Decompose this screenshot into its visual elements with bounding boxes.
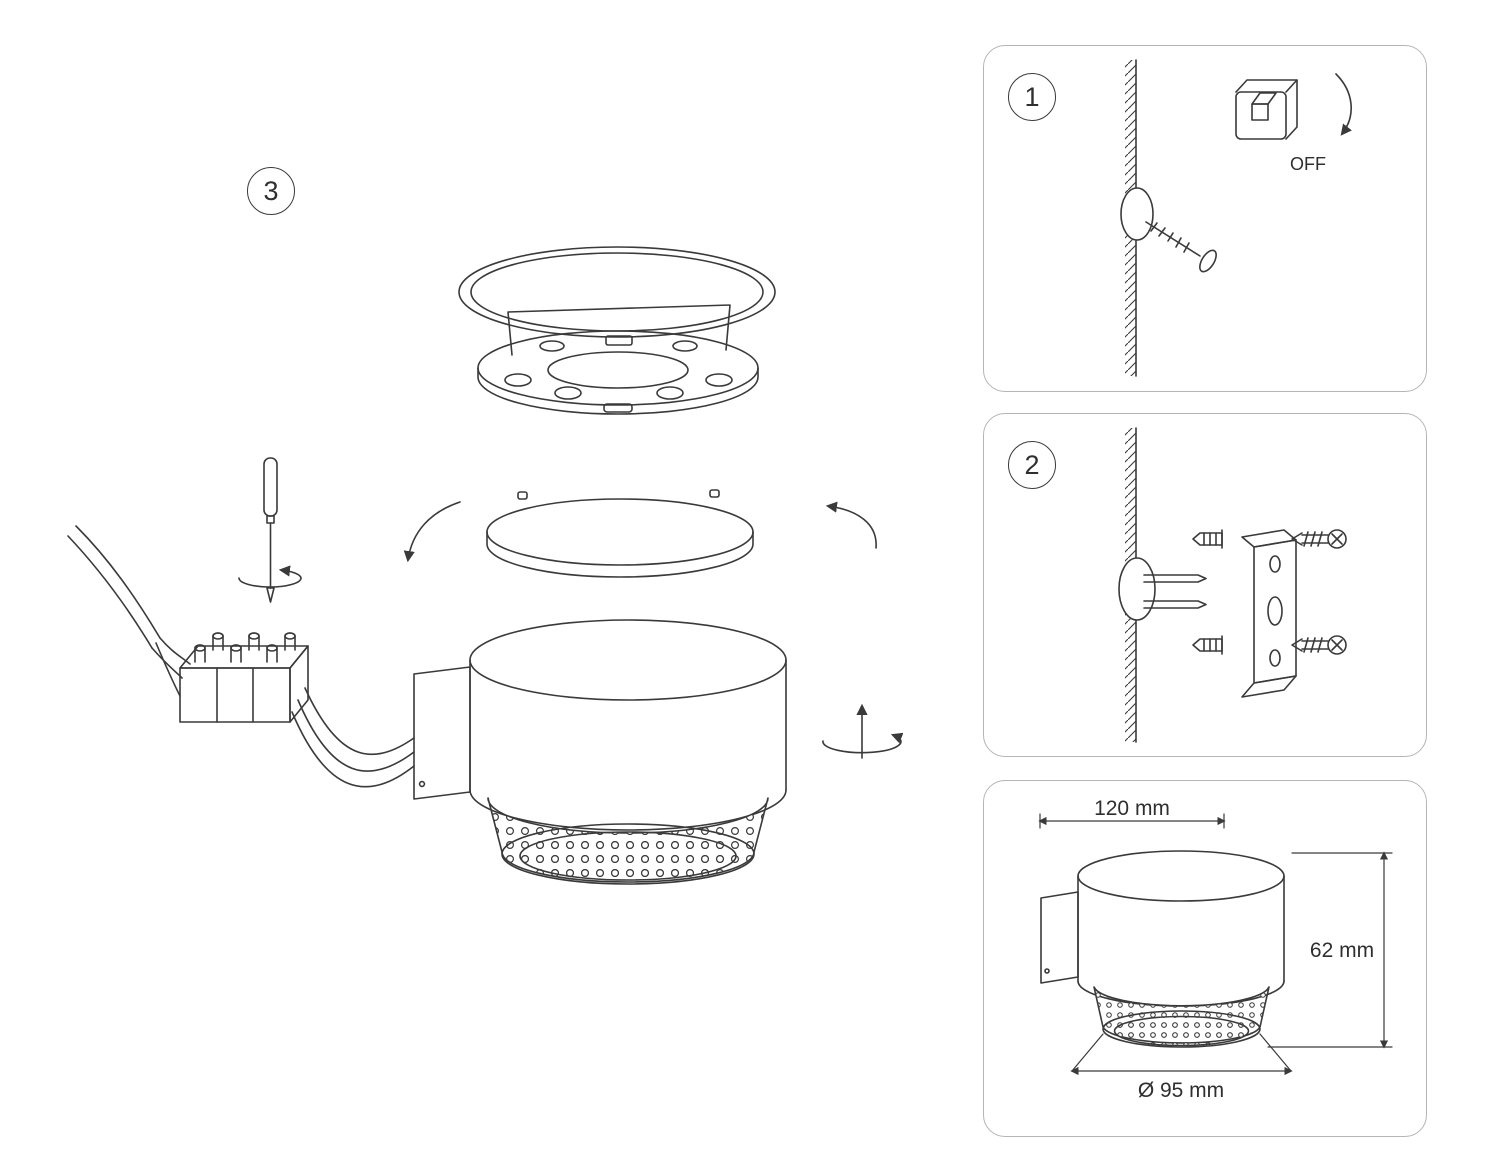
mounting-hole xyxy=(1118,557,1156,621)
power-wires xyxy=(67,525,415,788)
screwdriver-rotate-arrow-icon xyxy=(238,565,302,588)
arrow-curved-down-icon xyxy=(1335,73,1352,136)
step-3-number-badge: 3 xyxy=(247,167,295,215)
step-2-number-badge: 2 xyxy=(1008,441,1056,489)
step-3-number: 3 xyxy=(263,175,279,206)
dimension-width-label: 120 mm xyxy=(1094,797,1170,820)
dimension-lines xyxy=(1038,813,1393,1076)
wall-screw-icon xyxy=(1145,221,1217,273)
step-1-number-badge: 1 xyxy=(1008,73,1056,121)
step-2-illustration xyxy=(1118,427,1347,743)
arm-bracket xyxy=(413,666,471,800)
ceiling-canopy xyxy=(458,246,776,356)
diffuser-panel xyxy=(486,489,754,578)
dimension-height-label: 62 mm xyxy=(1309,939,1375,962)
step-2-panel: 2 xyxy=(983,413,1427,757)
dimension-diameter-label: Ø 95 mm xyxy=(1137,1079,1225,1102)
dimensions-illustration xyxy=(1038,813,1393,1076)
mounting-pins xyxy=(1143,574,1207,609)
screwdriver-icon xyxy=(263,457,278,603)
lamp-body xyxy=(469,619,787,885)
dimensions-panel: 120 mm 62 mm Ø 95 mm xyxy=(983,780,1427,1137)
step-1-illustration xyxy=(1120,59,1352,377)
terminal-block xyxy=(179,632,309,723)
wall-anchor-icon xyxy=(1192,529,1223,655)
drill-hole xyxy=(1120,187,1154,241)
power-switch-icon xyxy=(1235,79,1298,140)
switch-off-label: OFF xyxy=(1290,154,1326,174)
step-1-number: 1 xyxy=(1024,81,1040,112)
lamp-outline xyxy=(1040,850,1285,1048)
step-1-panel: 1 OFF xyxy=(983,45,1427,392)
step-2-number: 2 xyxy=(1024,449,1040,480)
step-3-illustration xyxy=(67,246,904,885)
rotate-lamp-arrow-icon xyxy=(822,703,904,759)
mounting-ring xyxy=(477,330,759,415)
assemble-arrow-left-icon xyxy=(403,501,461,563)
screw-icon xyxy=(1291,529,1347,655)
mounting-bracket xyxy=(1241,529,1297,698)
assemble-arrow-right-icon xyxy=(825,501,877,549)
